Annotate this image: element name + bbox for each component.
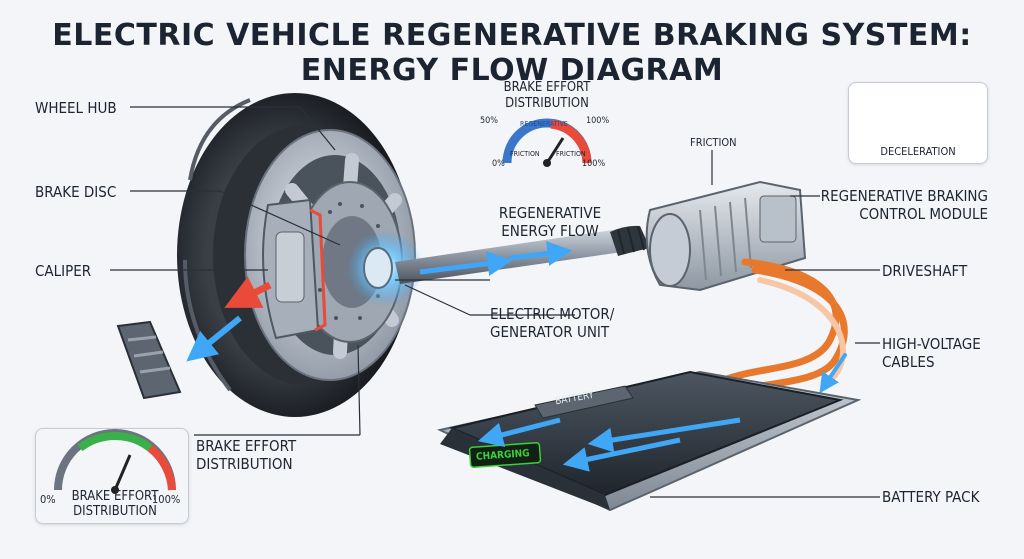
label-caliper: CALIPER [35, 262, 92, 280]
leader-lines [110, 106, 880, 498]
label-battery-pack: BATTERY PACK [882, 488, 980, 506]
label-control-2: CONTROL MODULE [859, 205, 988, 223]
wheel-hub [347, 230, 423, 306]
top-gauge-right-top: 100% [586, 116, 610, 126]
label-friction: FRICTION [690, 136, 737, 149]
label-brake-effort-2: DISTRIBUTION [196, 455, 293, 473]
battery-pack [436, 370, 862, 512]
friction-heat-arrows [186, 276, 272, 362]
top-gauge-title-2: DISTRIBUTION [505, 96, 589, 111]
label-driveshaft: DRIVESHAFT [882, 262, 968, 280]
page-title: ELECTRIC VEHICLE REGENERATIVE BRAKING SY… [52, 18, 972, 88]
label-control-1: REGENERATIVE BRAKING [820, 187, 988, 205]
top-brake-effort-gauge [502, 118, 592, 167]
label-brake-disc: BRAKE DISC [35, 183, 117, 201]
deceleration-card: DECELERATION [848, 82, 988, 164]
label-regen-flow-1: REGENERATIVE [498, 204, 602, 222]
bottom-gauge-max: 100% [152, 493, 181, 506]
label-wheel-hub: WHEEL HUB [35, 99, 117, 117]
regen-energy-arrows [419, 241, 573, 276]
bottom-gauge-title-2: DISTRIBUTION [73, 504, 157, 519]
label-motor-2: GENERATOR UNIT [490, 323, 610, 341]
top-gauge-title-1: BRAKE EFFORT [503, 80, 591, 95]
brake-pedal-illustration [116, 320, 182, 400]
deceleration-label: DECELERATION [880, 145, 956, 158]
label-hv-1: HIGH-VOLTAGE [882, 335, 981, 353]
bottom-gauge-title-1: BRAKE EFFORT [71, 489, 159, 504]
top-gauge-right-bottom: 100% [582, 159, 606, 169]
top-gauge-left-top: 50% [480, 116, 498, 126]
top-gauge-left-bottom: 0% [492, 159, 505, 169]
bottom-gauge-min: 0% [40, 493, 56, 506]
top-gauge-friction-left: FRICTION [510, 150, 540, 158]
label-brake-effort-1: BRAKE EFFORT [196, 437, 297, 455]
top-gauge-friction-right: FRICTION [556, 150, 586, 158]
label-regen-flow-2: ENERGY FLOW [501, 222, 599, 240]
bottom-gauge-card [35, 428, 189, 524]
label-motor-1: ELECTRIC MOTOR/ [490, 305, 615, 323]
top-gauge-arc-text: REGENERATIVE [520, 120, 568, 128]
bottom-brake-effort-gauge [54, 429, 176, 494]
label-hv-2: CABLES [882, 353, 935, 371]
